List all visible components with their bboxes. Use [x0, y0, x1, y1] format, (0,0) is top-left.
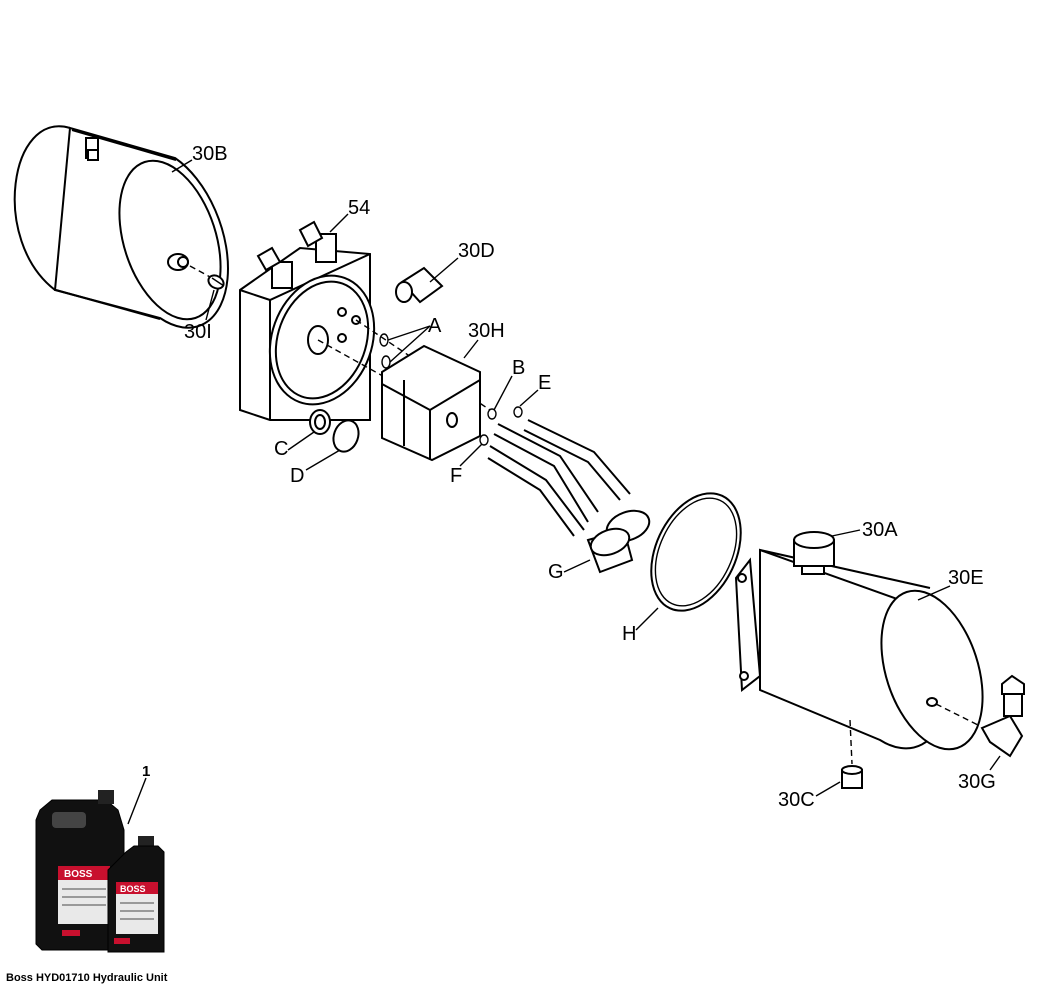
callout-30C: 30C — [778, 789, 815, 811]
oring-H — [650, 492, 742, 612]
callout-30E: 30E — [948, 567, 984, 589]
oring-E — [513, 406, 523, 418]
pump-30H — [381, 344, 481, 462]
callout-30B: 30B — [192, 143, 228, 165]
callout-C: C — [274, 438, 288, 460]
callout-H: H — [622, 623, 636, 645]
callout-A: A — [428, 315, 442, 337]
filters-G — [586, 509, 651, 574]
callout-E: E — [538, 372, 551, 394]
fill-plug-30C — [841, 765, 863, 789]
callout-30G: 30G — [958, 771, 996, 793]
oring-B — [487, 408, 497, 420]
seal-C — [309, 409, 331, 435]
plug-30I — [207, 274, 225, 290]
callout-54: 54 — [348, 197, 370, 219]
oring-A-1 — [379, 333, 389, 347]
hydraulic-oil-bottle: BOSS — [107, 836, 165, 953]
manifold-block — [239, 246, 376, 421]
elbow-30G — [980, 674, 1025, 758]
oring-A-2 — [381, 355, 391, 369]
callout-30D: 30D — [458, 240, 495, 262]
callout-F: F — [450, 465, 462, 487]
callout-D: D — [290, 465, 304, 487]
cap-30A — [793, 531, 835, 575]
hydraulic-oil-jug: BOSS — [35, 790, 125, 951]
callout-G: G — [548, 561, 564, 583]
reservoir-30B — [13, 125, 230, 329]
diagram-caption: Boss HYD01710 Hydraulic Unit — [6, 972, 168, 984]
valve-30D — [395, 266, 444, 304]
callout-1: 1 — [142, 763, 150, 780]
leader-lines — [127, 159, 1001, 825]
callout-30I: 30I — [184, 321, 212, 343]
suction-tubes — [487, 419, 631, 537]
callout-B: B — [512, 357, 525, 379]
jug-brand: BOSS — [64, 869, 93, 880]
reservoir-30E — [734, 548, 984, 751]
bottle-brand: BOSS — [120, 884, 146, 894]
oring-F — [479, 434, 489, 446]
oring-D — [332, 419, 360, 453]
callout-30H: 30H — [468, 320, 505, 342]
fittings-54 — [256, 220, 337, 289]
callout-30A: 30A — [862, 519, 898, 541]
